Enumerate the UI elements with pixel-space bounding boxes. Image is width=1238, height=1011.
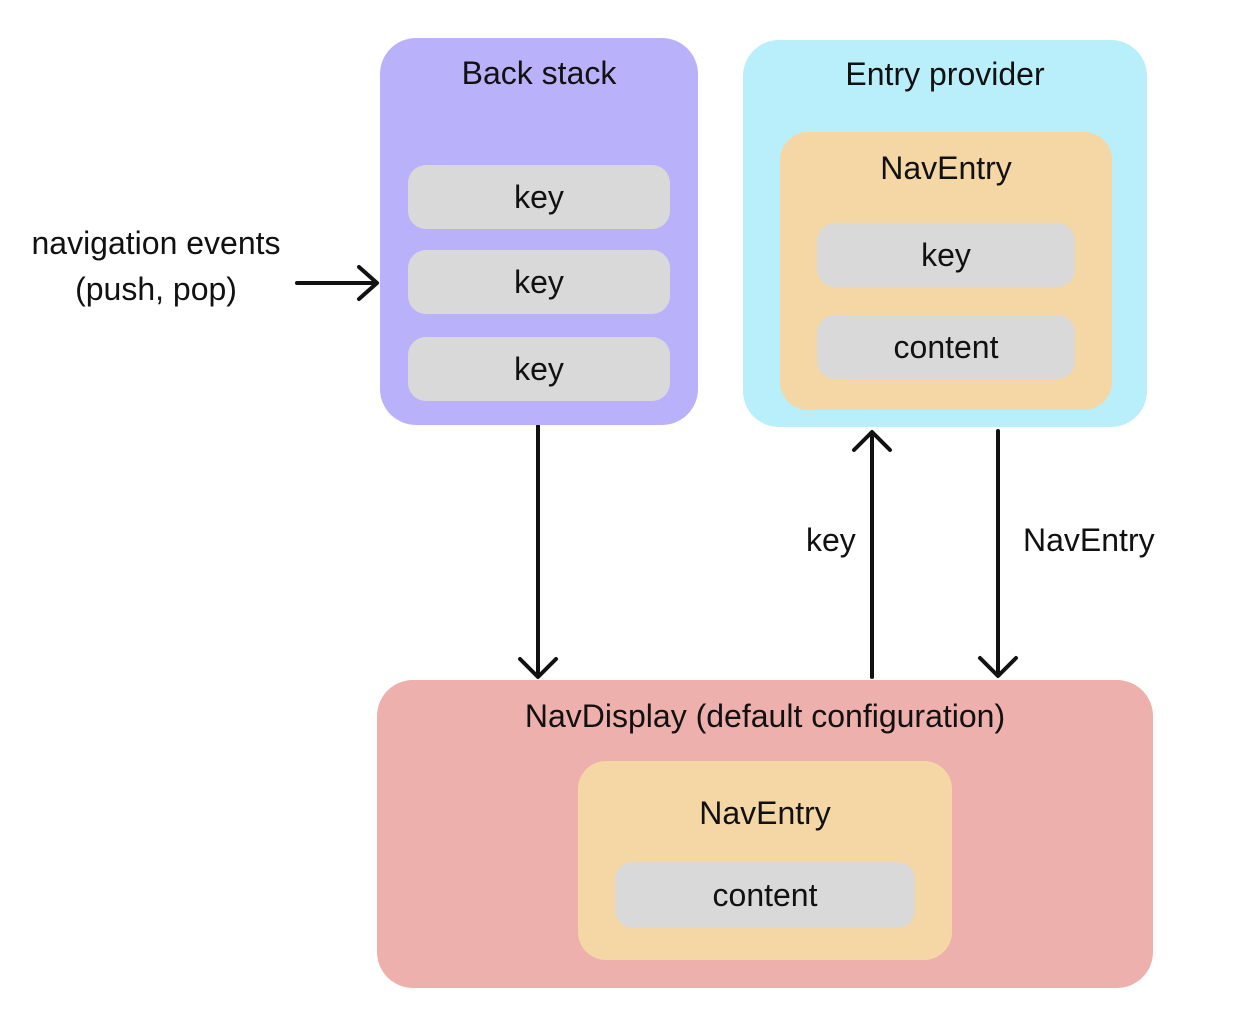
entry-provider-title: Entry provider <box>845 56 1045 92</box>
back-stack-key-pill: key <box>408 337 670 401</box>
entry-provider-box: Entry provider NavEntry key content <box>743 40 1147 427</box>
content-pill-label: content <box>893 328 999 365</box>
nav-entry-key-pill: key <box>817 223 1075 287</box>
key-pill-label: key <box>514 350 564 387</box>
content-pill-label: content <box>712 876 818 913</box>
key-pill-label: key <box>514 178 564 215</box>
nav-entry-content-pill: content <box>817 315 1075 379</box>
nav-display-box: NavDisplay (default configuration) NavEn… <box>377 680 1153 988</box>
back-stack-box: Back stack key key key <box>380 38 698 425</box>
nav-entry-arrow-label: NavEntry <box>1023 522 1155 558</box>
key-arrow-label: key <box>806 522 856 558</box>
entry-provider-nav-entry-box: NavEntry key content <box>780 132 1112 410</box>
navigation-events-label-line1: navigation events <box>31 225 281 261</box>
key-pill-label: key <box>514 263 564 300</box>
back-stack-key-pill: key <box>408 250 670 314</box>
back-stack-title: Back stack <box>461 55 617 91</box>
back-stack-key-pill: key <box>408 165 670 229</box>
nav-display-title: NavDisplay (default configuration) <box>524 698 1006 734</box>
navigation-events-label-line2: (push, pop) <box>75 271 237 307</box>
back-stack-to-nav-display-arrow <box>518 424 558 679</box>
nav-entry-title: NavEntry <box>880 150 1012 186</box>
key-pill-label: key <box>921 236 971 273</box>
nav-display-nav-entry-box: NavEntry content <box>578 761 952 960</box>
nav-entry-content-pill: content <box>615 862 915 928</box>
navigation-events-label: navigation events (push, pop) <box>0 220 312 312</box>
nav-entry-title: NavEntry <box>699 795 831 831</box>
entry-provider-to-nav-display-naventry-arrow <box>978 429 1018 678</box>
nav-display-to-entry-provider-key-arrow <box>852 430 892 679</box>
